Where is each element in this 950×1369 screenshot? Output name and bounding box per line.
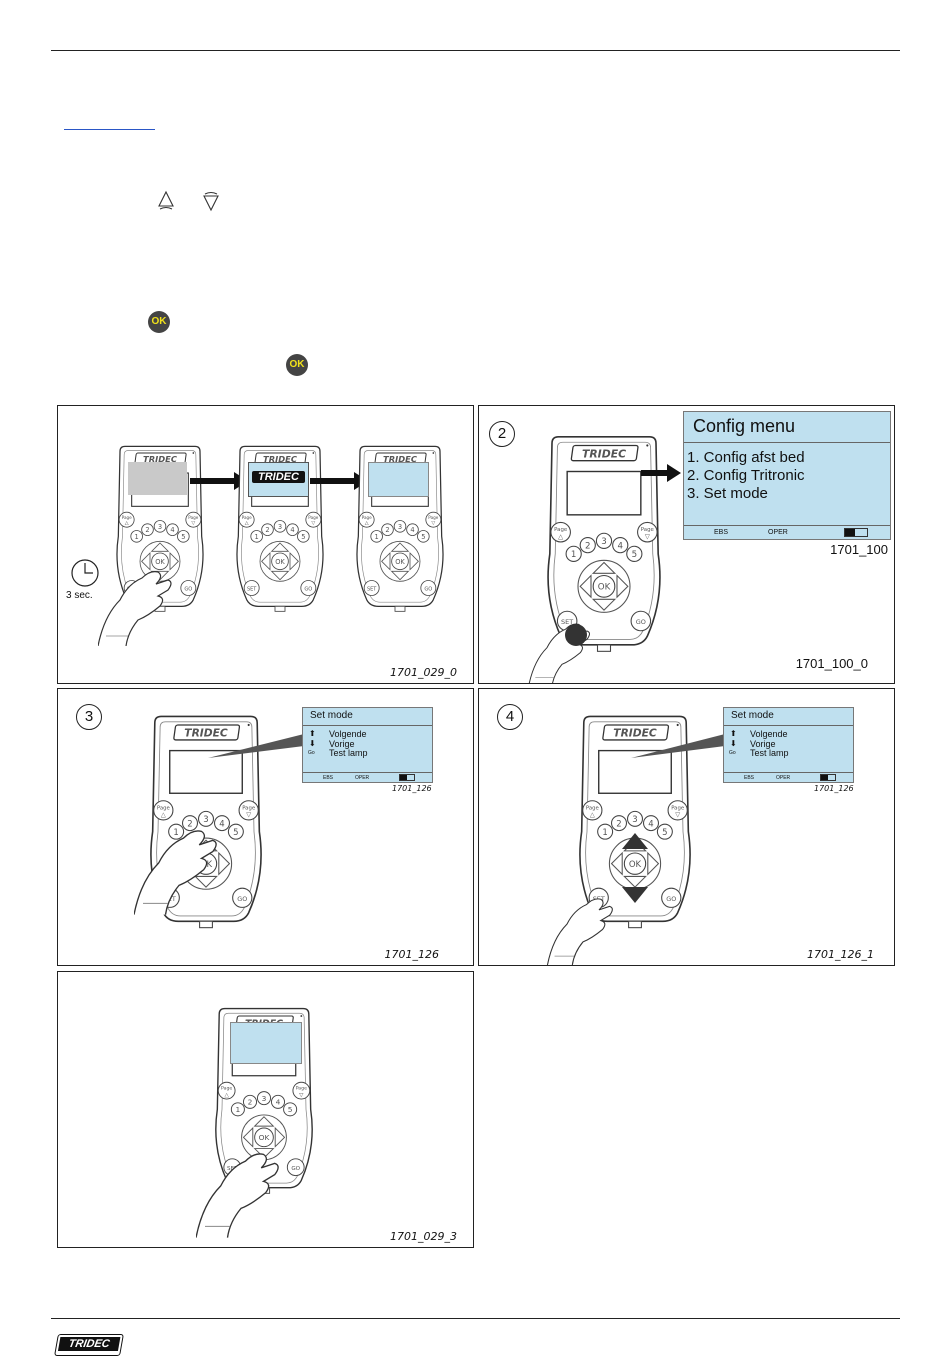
remote-screen-logo: TRIDEC	[248, 462, 309, 497]
ok-button-icon: OK	[148, 311, 170, 333]
menu-item: Volgende	[750, 729, 788, 739]
status-bar: EBS OPER	[684, 525, 890, 540]
battery-icon	[820, 774, 836, 781]
zoom-pointer	[631, 734, 725, 758]
config-menu-screen: Config menu 1. Config afst bed 2. Config…	[683, 411, 891, 540]
remote-screen-blank	[230, 1022, 302, 1064]
screen-title: Config menu	[693, 416, 796, 436]
page-up-icon	[158, 190, 174, 210]
screen-divider	[724, 725, 853, 726]
step-number: 3	[76, 704, 102, 730]
screen-caption: 1701_126	[814, 784, 854, 793]
screen-divider	[684, 442, 890, 443]
timer-label: 3 sec.	[66, 590, 93, 601]
footer-logo-text: TRIDEC	[57, 1337, 121, 1351]
menu-item: 3. Set mode	[687, 485, 768, 502]
ok-button-icon: OK	[286, 354, 308, 376]
figure-caption: 1701_029_0	[390, 666, 457, 679]
screen-title: Set mode	[310, 710, 353, 721]
hand-image	[543, 885, 623, 965]
figure-panel-2: 2 Config menu 1. Config afst bed 2. Conf…	[478, 405, 895, 684]
set-mode-screen: Set mode ⬆ Volgende ⬇ Vorige Go Test lam…	[723, 707, 854, 783]
arrow-down-icon: ⬇	[730, 739, 737, 748]
battery-icon	[399, 774, 415, 781]
arrow-right-icon	[190, 472, 248, 490]
status-oper: OPER	[776, 775, 791, 781]
battery-icon	[844, 528, 868, 537]
status-oper: OPER	[355, 775, 370, 781]
menu-item: 2. Config Tritronic	[687, 467, 805, 484]
remote-screen-blank	[368, 462, 429, 497]
go-icon: Go	[308, 750, 315, 756]
step-number: 4	[497, 704, 523, 730]
screen-caption: 1701_126	[392, 784, 432, 793]
figure-caption: 1701_029_3	[390, 1230, 457, 1243]
set-mode-screen: Set mode ⬆ Volgende ⬇ Vorige Go Test lam…	[302, 707, 433, 783]
footer-rule	[51, 1318, 900, 1319]
figure-panel-4: 4 Set mode ⬆ Volgende ⬇ Vorige Go Test l…	[478, 688, 895, 966]
figure-panel-5: 1701_029_3	[57, 971, 474, 1248]
hand-image	[134, 809, 224, 919]
page-down-icon	[203, 192, 219, 212]
screen-divider	[303, 725, 432, 726]
go-icon: Go	[729, 750, 736, 756]
header-rule	[51, 50, 900, 51]
figure-panel-3: 3 Set mode ⬆ Volgende ⬇ Vorige Go Test l…	[57, 688, 474, 966]
menu-item: Test lamp	[750, 748, 789, 758]
highlighted-nav-arrows	[622, 833, 648, 903]
arrow-up-icon: ⬆	[730, 729, 737, 738]
menu-item: Test lamp	[329, 748, 368, 758]
status-oper: OPER	[768, 529, 788, 536]
footer-logo: TRIDEC	[54, 1334, 124, 1356]
status-ebs: EBS	[714, 529, 729, 536]
status-ebs: EBS	[323, 775, 334, 781]
status-bar: EBS OPER	[303, 772, 432, 783]
arrow-right-icon	[641, 464, 681, 482]
figure-caption: 1701_100_0	[795, 656, 868, 671]
link-underline[interactable]	[64, 129, 155, 130]
screen-title: Set mode	[731, 710, 774, 721]
hand-image	[98, 556, 178, 646]
clock-icon	[71, 559, 99, 587]
menu-item: 1. Config afst bed	[687, 449, 805, 466]
menu-item: Volgende	[329, 729, 367, 739]
status-ebs: EBS	[744, 775, 755, 781]
menu-item: Vorige	[329, 739, 355, 749]
figure-panel-1: TRIDEC 3 sec. 1701_029_0	[57, 405, 474, 684]
zoom-pointer	[208, 734, 304, 758]
arrow-right-icon	[310, 472, 368, 490]
arrow-down-icon: ⬇	[309, 739, 316, 748]
set-button-pressed	[565, 624, 587, 646]
remote-screen-off	[128, 462, 187, 495]
hand-image	[196, 1132, 286, 1242]
screen-caption: 1701_100	[830, 542, 888, 557]
status-bar: EBS OPER	[724, 772, 853, 783]
step-number: 2	[489, 421, 515, 447]
figure-caption: 1701_126	[384, 948, 440, 961]
arrow-up-icon: ⬆	[309, 729, 316, 738]
menu-item: Vorige	[750, 739, 776, 749]
logo-text: TRIDEC	[252, 471, 305, 483]
figure-caption: 1701_126_1	[807, 948, 874, 961]
hand-image	[527, 611, 597, 684]
